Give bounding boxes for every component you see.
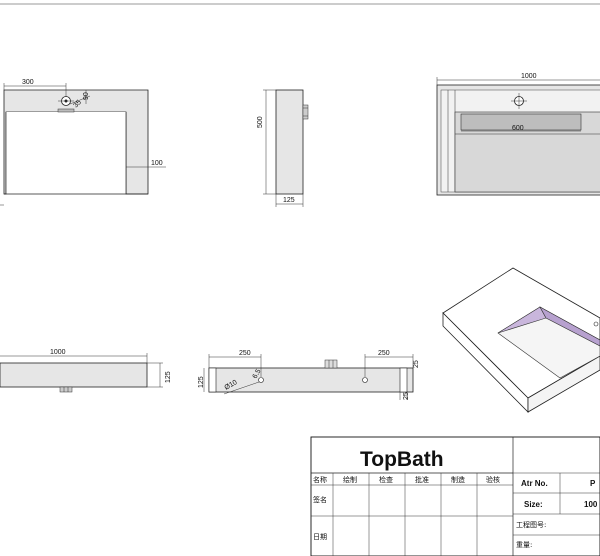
size-label: Size: — [524, 500, 543, 509]
back-dim-25-side: 25 — [413, 360, 420, 368]
col-approve: 批准 — [415, 475, 429, 484]
side-dim-125: 125 — [283, 197, 295, 204]
side-view-outline — [275, 89, 304, 195]
title-block: TopBath 名称 签名 日期 绘制 检查 批准 制造 验核 Atr No. … — [310, 436, 600, 556]
lower-view: 1000 125 — [0, 349, 172, 393]
back-view-hole-left — [258, 377, 264, 383]
back-view: 250 250 125 Ø10 6.5 25 25 — [198, 350, 420, 400]
lower-dim-1000: 1000 — [50, 349, 66, 356]
back-view-drain — [324, 359, 338, 369]
front-dim-100: 100 — [151, 160, 163, 167]
back-view-outline — [208, 367, 414, 393]
weight-label: 重量: — [516, 541, 532, 549]
front-dim-35: 35 — [72, 99, 83, 110]
row-label-date: 日期 — [313, 533, 327, 541]
brand-title: TopBath — [360, 448, 444, 471]
lower-dim-125: 125 — [165, 371, 172, 383]
col-draw: 绘制 — [343, 475, 357, 484]
back-dim-25-bottom: 25 — [403, 392, 410, 400]
back-dim-250-right: 250 — [378, 350, 390, 357]
back-dim-hole2: 6.5 — [252, 368, 263, 380]
atr-label: Atr No. — [521, 479, 548, 488]
front-dim-90: 90 — [83, 92, 90, 100]
lower-view-drain — [59, 386, 73, 393]
atr-value: P — [590, 479, 596, 488]
front-dim-300: 300 — [22, 79, 34, 86]
col-check: 检查 — [379, 475, 393, 484]
back-dim-250-left: 250 — [239, 350, 251, 357]
lower-view-outline — [0, 362, 148, 388]
top-view-slope — [460, 113, 582, 131]
front-view: 300 90 35 100 — [0, 79, 166, 206]
row-label-sign: 签名 — [313, 495, 327, 504]
side-view: 500 125 — [257, 89, 309, 207]
isometric-view — [442, 267, 600, 413]
top-view: 1000 600 — [436, 73, 600, 196]
side-view-drain — [302, 104, 309, 120]
back-dim-125: 125 — [198, 376, 205, 388]
side-dim-500: 500 — [257, 116, 264, 128]
col-manufacture: 制造 — [451, 475, 465, 484]
drawing-no-label: 工程图号: — [516, 520, 546, 529]
col-verify: 验核 — [486, 475, 500, 484]
back-view-hole-right — [362, 377, 368, 383]
size-value: 100 — [584, 500, 598, 509]
row-label-name: 名称 — [313, 475, 327, 484]
top-dim-1000: 1000 — [521, 73, 537, 80]
top-dim-600: 600 — [512, 125, 524, 132]
